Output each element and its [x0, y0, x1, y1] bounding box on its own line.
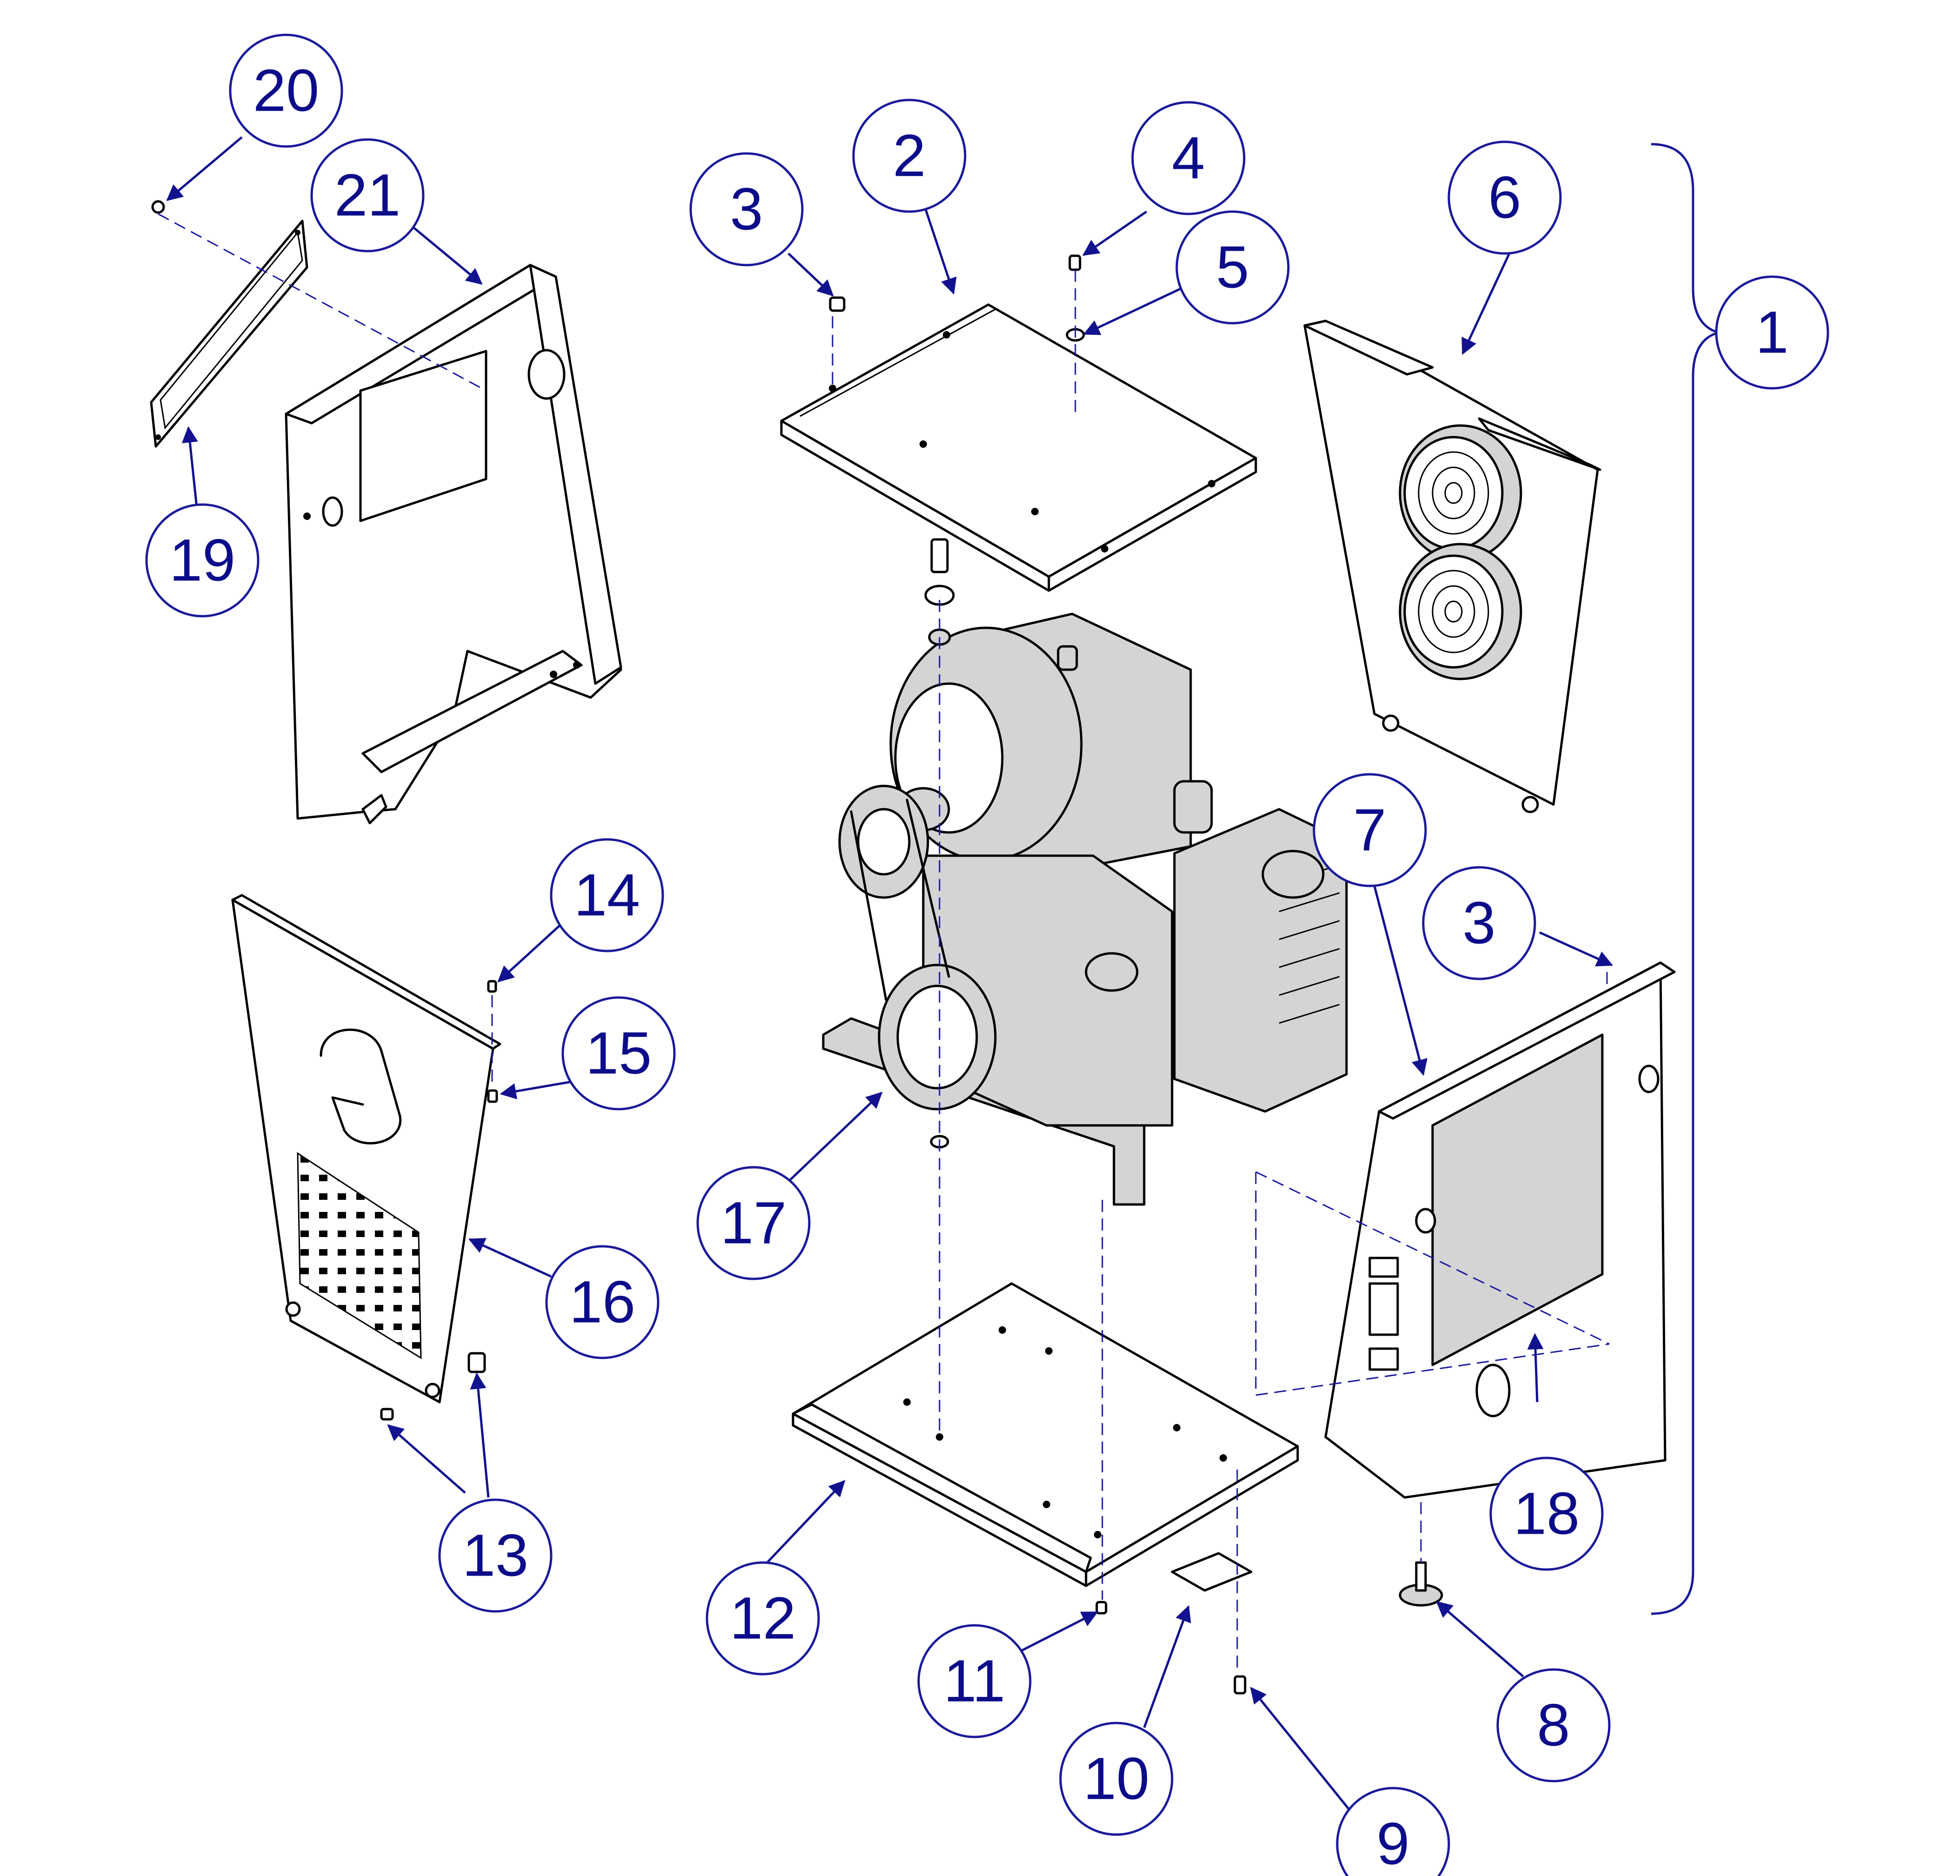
callout-21: 21	[310, 138, 425, 253]
svg-text:3: 3	[730, 176, 763, 243]
top-cover-plate	[780, 303, 1257, 592]
svg-text:10: 10	[1083, 1746, 1149, 1812]
svg-text:6: 6	[1488, 165, 1521, 231]
callout-15: 15	[561, 996, 676, 1111]
svg-text:9: 9	[1376, 1811, 1409, 1876]
callout-9: 9	[1336, 1787, 1450, 1876]
callout-5: 5	[1175, 210, 1290, 325]
svg-text:8: 8	[1537, 1692, 1570, 1759]
motor-compressor-assembly	[822, 612, 1348, 1206]
callout-2: 2	[852, 99, 967, 213]
svg-text:2: 2	[893, 123, 926, 189]
screw-20	[151, 200, 165, 214]
svg-text:17: 17	[720, 1190, 787, 1257]
fan-lower	[1399, 543, 1522, 680]
svg-text:3: 3	[1462, 890, 1495, 957]
callout-18: 18	[1489, 1457, 1604, 1571]
svg-text:12: 12	[730, 1585, 796, 1652]
fan-panel	[1303, 319, 1601, 813]
rear-frame-panel	[285, 264, 622, 825]
mount-hardware-stack	[924, 538, 955, 1149]
callout-7: 7	[1313, 773, 1427, 887]
callout-6: 6	[1447, 140, 1562, 255]
callout-1: 1	[1715, 275, 1829, 390]
callout-10: 10	[1059, 1722, 1173, 1836]
svg-text:13: 13	[462, 1523, 528, 1589]
base-plate	[792, 1282, 1299, 1587]
callout-11: 11	[917, 1624, 1032, 1738]
svg-text:11: 11	[944, 1648, 1006, 1715]
svg-text:4: 4	[1172, 125, 1205, 192]
svg-text:14: 14	[574, 862, 640, 929]
svg-text:19: 19	[169, 527, 235, 594]
svg-text:7: 7	[1353, 797, 1386, 864]
svg-text:21: 21	[334, 162, 400, 229]
small-bracket	[1171, 1552, 1253, 1592]
svg-text:20: 20	[253, 58, 319, 124]
assembly-lines	[158, 213, 1610, 1674]
lower-hardware	[380, 980, 1443, 1695]
callout-14: 14	[550, 838, 664, 952]
svg-text:16: 16	[569, 1269, 635, 1336]
callout-12: 12	[706, 1561, 820, 1676]
svg-text:1: 1	[1755, 299, 1788, 366]
callout-group: 1 2 3 3 4 5 6 7 8 9 10 11 12 13 14 15 16…	[145, 33, 1829, 1876]
fan-upper	[1399, 424, 1522, 562]
svg-text:15: 15	[586, 1020, 652, 1087]
svg-text:5: 5	[1216, 234, 1249, 301]
callout-17: 17	[696, 1166, 811, 1280]
callout-3-right: 3	[1422, 866, 1536, 980]
callout-13: 13	[438, 1498, 553, 1613]
callout-19: 19	[145, 503, 260, 618]
callout-leaders	[166, 136, 1744, 1822]
svg-text:18: 18	[1513, 1481, 1580, 1547]
front-panel	[231, 894, 501, 1404]
callout-20: 20	[229, 33, 343, 148]
callout-16: 16	[545, 1245, 660, 1359]
callout-4: 4	[1131, 101, 1246, 215]
right-side-cabinet	[1324, 961, 1676, 1499]
callout-8: 8	[1496, 1668, 1611, 1783]
callout-3-top: 3	[689, 152, 804, 266]
access-plate	[150, 220, 308, 448]
